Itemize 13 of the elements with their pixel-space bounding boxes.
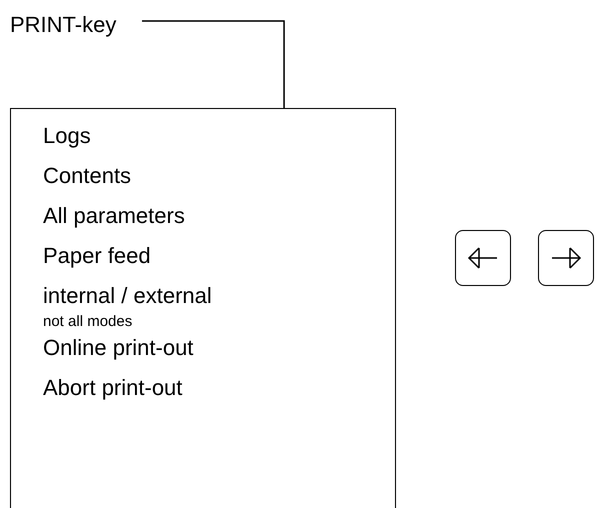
menu-item: Online print-out [43,335,194,361]
leader-line [142,20,285,108]
menu-item: Logs [43,123,91,149]
menu-item: Paper feed [43,243,151,269]
menu-item-note: not all modes [43,313,132,331]
menu-item: internal / external [43,283,212,309]
menu-panel [10,108,396,508]
menu-item: Contents [43,163,132,189]
menu-item: All parameters [43,203,185,229]
arrow-key [538,230,594,286]
menu-item: Abort print-out [43,375,182,401]
arrow-key [455,230,511,286]
key-label: PRINT-key [10,10,138,40]
